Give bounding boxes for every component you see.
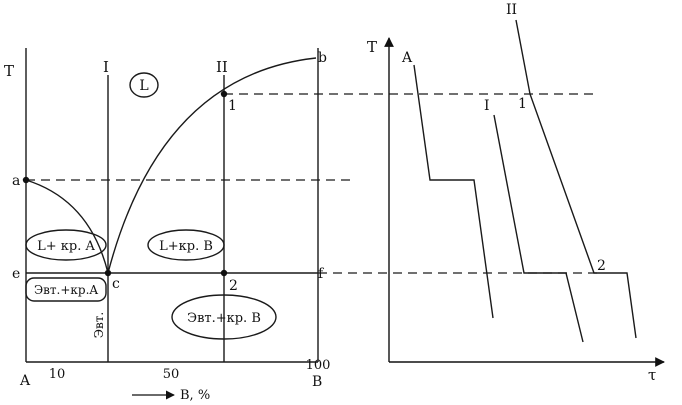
cooling-time-label: τ <box>648 366 656 384</box>
x-tick-50: 50 <box>163 367 180 382</box>
point-f-label: f <box>318 266 325 282</box>
x-start-label: A <box>19 373 31 389</box>
x-tick-100: 100 <box>306 358 331 373</box>
point-1-dot <box>220 90 228 98</box>
point-1-label: 1 <box>228 98 237 114</box>
curve-i-label: I <box>484 98 490 114</box>
region-left-solid-label: Эвт.+кр.A <box>34 283 98 297</box>
curve-ii-line <box>515 19 637 339</box>
point-e-label: e <box>12 266 20 282</box>
cooling-curves: T τ A I II 1 2 <box>367 2 665 384</box>
region-right-solid-label: Эвт.+кр. B <box>187 311 261 326</box>
region-liquid-b-ellipse <box>147 229 225 261</box>
liquid-ellipse <box>129 72 159 98</box>
x-tick-10: 10 <box>49 367 66 382</box>
curve-a-line <box>413 64 494 319</box>
point-a-dot <box>22 176 30 184</box>
liquid-label: L <box>139 78 148 94</box>
liquidus-right <box>107 57 317 274</box>
cooling-t-label: T <box>367 38 377 56</box>
curve-ii-label: II <box>506 2 517 18</box>
point-2-dot <box>220 269 228 277</box>
region-liquid-a-label: L+ кр. A <box>37 239 95 254</box>
eutectic-vertical-label: Эвт. <box>92 312 106 338</box>
region-right-solid-ellipse <box>171 294 277 340</box>
point-b-label: b <box>318 50 327 66</box>
alloy-ii-label: II <box>216 58 228 76</box>
phase-diagram: T a e c f b 1 2 I II L L+ кр. A L+кр. B … <box>4 48 598 403</box>
x-end-label: B <box>312 374 322 390</box>
alloy-i-label: I <box>103 58 109 76</box>
liquidus-left <box>25 179 109 274</box>
point-2-label: 2 <box>229 278 238 294</box>
x-axis-label: B, % <box>180 388 210 403</box>
curve-i-line <box>493 114 584 343</box>
region-liquid-a-ellipse <box>25 229 107 261</box>
curve-point-2-label: 2 <box>597 258 606 274</box>
point-c-dot <box>104 269 112 277</box>
phase-t-label: T <box>4 62 14 80</box>
curve-a-label: A <box>401 50 413 66</box>
point-a-label: a <box>12 173 20 189</box>
point-c-label: c <box>112 276 120 292</box>
region-left-solid-box <box>25 277 107 302</box>
curve-point-1-label: 1 <box>518 96 527 112</box>
region-liquid-b-label: L+кр. B <box>159 239 213 254</box>
